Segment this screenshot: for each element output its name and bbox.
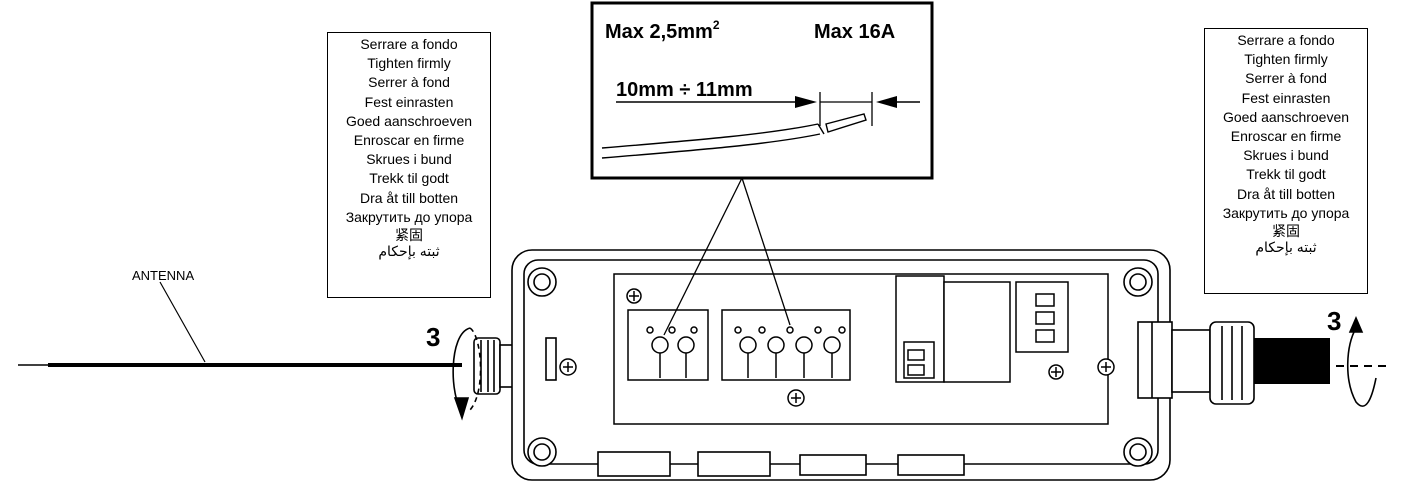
antenna-label: ANTENNA — [132, 268, 194, 283]
transformer — [943, 281, 1011, 383]
max-current-label: Max 16A — [814, 21, 895, 43]
strip-length-label: 10mm ÷ 11mm — [616, 79, 753, 101]
step-number-right: 3 — [1327, 306, 1341, 336]
instruction-line: Serrare a fondo — [1237, 32, 1335, 48]
instruction-line: Serrer à fond — [1245, 70, 1327, 87]
instruction-line: Закрутить до упора — [345, 208, 473, 225]
instruction-line: Tighten firmly — [367, 55, 451, 72]
instruction-line: Dra åt till botten — [1236, 185, 1336, 202]
instruction-line: Enroscar en firme — [1230, 128, 1342, 145]
circuit-board — [559, 273, 1115, 425]
instruction-line: Goed aanschroeven — [345, 112, 473, 129]
board-screw-center — [787, 389, 805, 407]
instruction-line: Fest einrasten — [364, 93, 454, 110]
instruction-line: Skrues i bund — [1243, 147, 1329, 164]
knockout-2 — [697, 451, 771, 477]
instruction-line: Goed aanschroeven — [1222, 108, 1350, 125]
instruction-line: Trekk til godt — [1246, 166, 1326, 183]
power-cable — [1254, 338, 1330, 384]
board-screw-left — [559, 358, 577, 376]
corner-screw-bottom-right — [1123, 437, 1153, 467]
knockout-3 — [799, 454, 867, 476]
instruction-line: Skrues i bund — [366, 151, 452, 168]
instruction-line: Serrer à fond — [368, 74, 450, 91]
antenna-leader-line — [159, 281, 206, 363]
left-rotation-arrow — [452, 327, 482, 421]
max-section-text: Max 2,5mm — [605, 21, 713, 43]
corner-screw-top-left — [527, 267, 557, 297]
instruction-line: Trekk til godt — [369, 170, 449, 187]
instruction-line: Serrare a fondo — [360, 36, 458, 52]
corner-screw-bottom-left — [527, 437, 557, 467]
step-number-left: 3 — [426, 322, 440, 352]
instruction-line: ثبته بإحكام — [378, 243, 440, 260]
tighten-instructions-left: Serrare a fondo Tighten firmly Serrer à … — [327, 32, 491, 298]
instruction-line: 紧固 — [1272, 223, 1300, 240]
max-section-superscript: 2 — [713, 18, 720, 32]
instruction-line: Закрутить до упора — [1222, 204, 1350, 221]
instruction-line: Tighten firmly — [1244, 51, 1328, 68]
knockout-4 — [897, 454, 965, 476]
antenna: ANTENNA — [18, 268, 462, 367]
board-screw-bottom-right — [1048, 364, 1064, 380]
corner-screw-top-right — [1123, 267, 1153, 297]
board-screw-right — [1097, 358, 1115, 376]
right-rotation-arrow — [1346, 315, 1377, 407]
instruction-line: Enroscar en firme — [353, 132, 465, 149]
callout-lines — [663, 177, 791, 336]
board-screw-top-left — [626, 288, 642, 304]
knockout-1 — [597, 451, 671, 477]
right-cable-gland — [1171, 321, 1255, 405]
instruction-line: ثبته بإحكام — [1255, 239, 1317, 256]
tighten-instructions-right: Serrare a fondo Tighten firmly Serrer à … — [1204, 28, 1368, 294]
wire-spec-box: Max 2,5mm2 Max 16A 10mm ÷ 11mm — [590, 1, 934, 180]
instruction-line: 紧固 — [395, 227, 423, 244]
max-section-label: Max 2,5mm2 — [605, 18, 720, 43]
instruction-line: Fest einrasten — [1241, 89, 1331, 106]
instruction-line: Dra åt till botten — [359, 189, 459, 206]
